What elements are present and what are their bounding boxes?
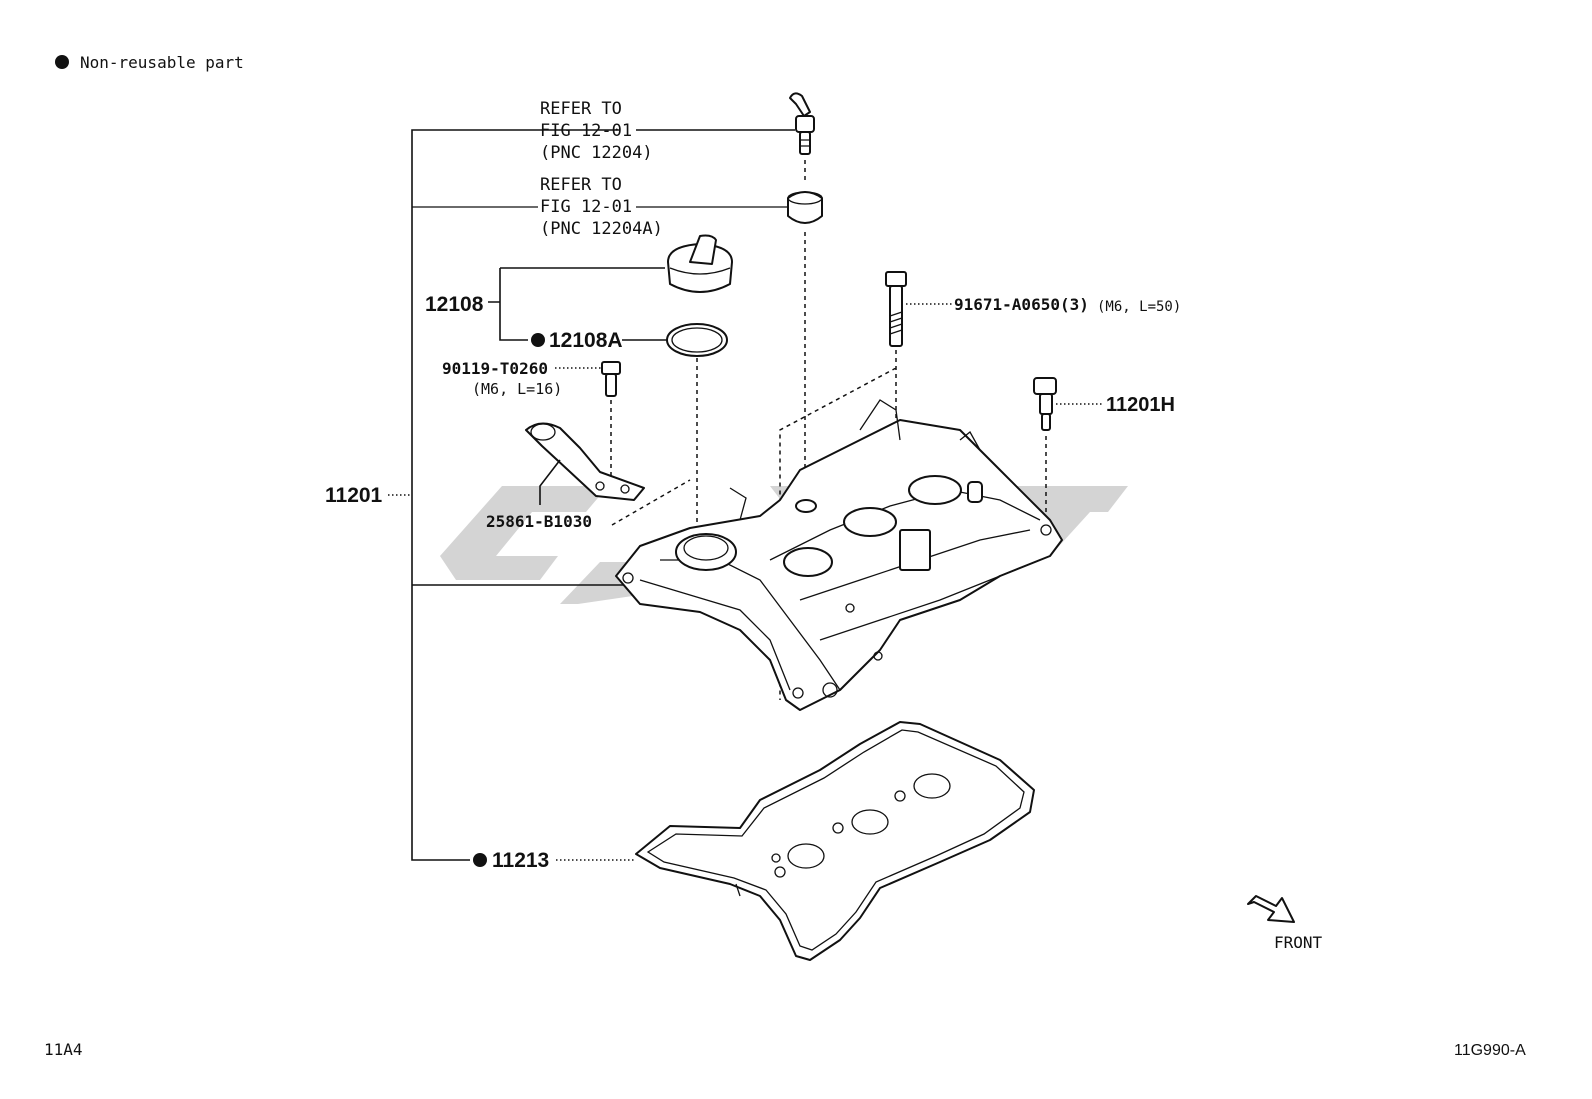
cap-gasket-callout: 12108A [549,329,623,352]
legend-text: Non-reusable part [80,53,244,72]
footer-left-code: 11A4 [44,1040,83,1059]
wire-bracket-icon [525,422,645,501]
ref2-line1: REFER TO [540,175,622,195]
bolt-long-callout: 91671-A0650(3) [954,295,1089,314]
footer-right-code: 11G990-A [1454,1042,1526,1059]
long-bolt-icon [885,271,907,347]
bolt-short-callout: 90119-T0260 [442,359,548,378]
grommet-icon [787,191,823,224]
front-label: FRONT [1274,933,1323,952]
ref2-line3: (PNC 12204A) [540,219,663,239]
oil-cap-callout: 12108 [425,293,484,316]
non-reusable-dot-icon [55,55,69,69]
ref2-line2: FIG 12-01 [540,197,632,217]
cylinder-head-cover-icon [615,399,1063,711]
ref1-line2: FIG 12-01 [540,121,632,141]
cap-callout-leader [488,267,665,341]
ref1-line1: REFER TO [540,99,622,119]
bracket-guide-line [611,479,691,526]
cap-gasket-nonreusable-icon [531,333,545,347]
group-bracket-line [411,129,620,861]
bolt-long-spec: (M6, L=50) [1097,299,1181,315]
bolt-short-spec: (M6, L=16) [472,380,562,398]
cap-gasket-icon [666,323,728,357]
front-arrow-icon [1247,895,1295,923]
cover-gasket-icon [635,721,1035,961]
cover-gasket-nonreusable-icon [473,853,487,867]
stud-bolt-icon [1033,377,1057,431]
short-bolt-icon [601,361,621,397]
pcv-valve-icon [789,92,815,155]
oil-filler-cap-icon [667,234,733,293]
bracket-leader [539,459,561,505]
cover-gasket-callout: 11213 [492,849,549,872]
cover-callout: 11201 [325,484,383,507]
ref1-line3: (PNC 12204) [540,143,653,163]
bracket-callout: 25861-B1030 [486,512,592,531]
stud-callout: 11201H [1106,394,1175,416]
